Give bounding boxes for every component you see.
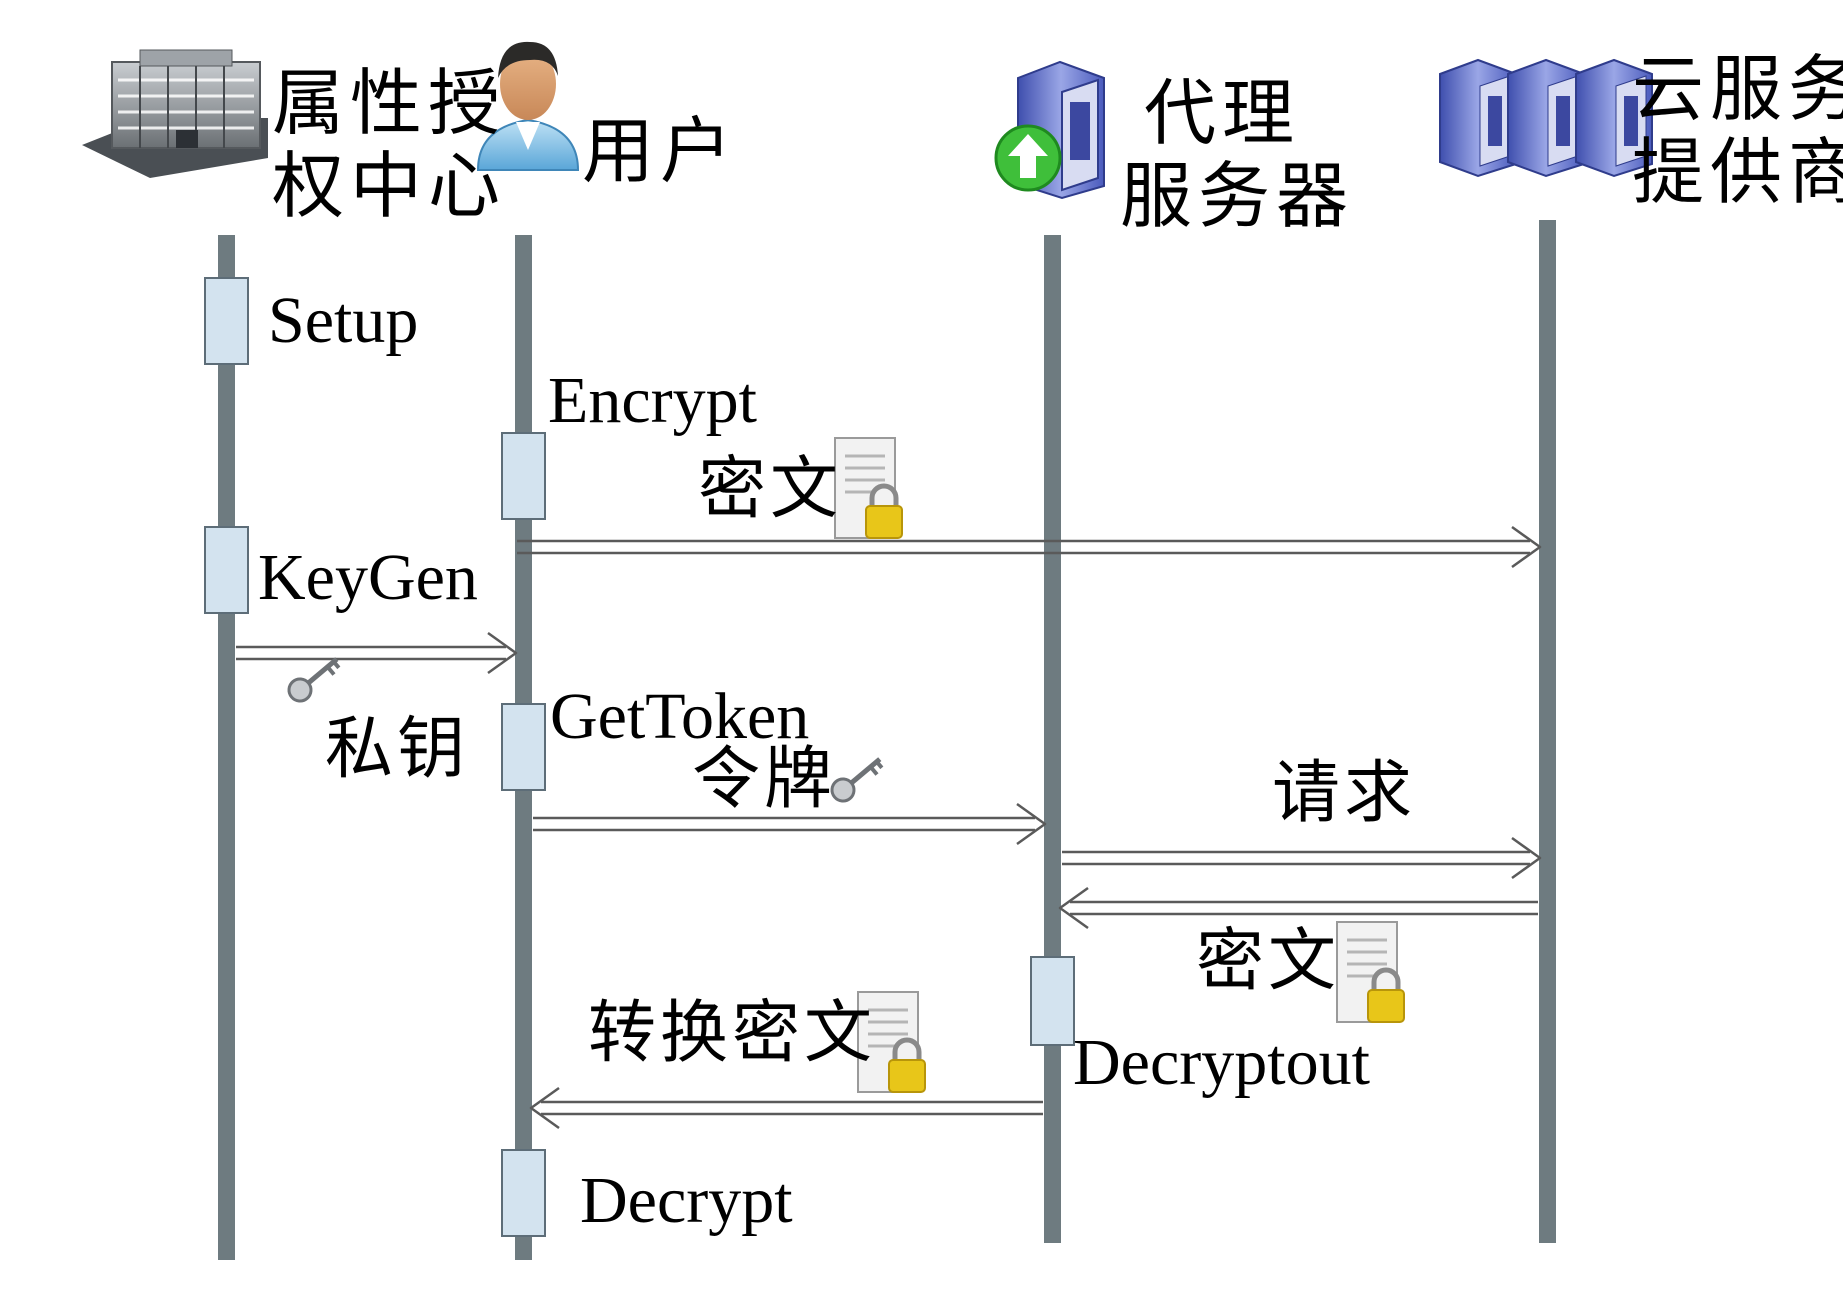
step-decrypt: Decrypt (580, 1164, 793, 1237)
activation-encrypt (501, 432, 546, 520)
locked-document-icon (857, 991, 926, 1093)
arrow-authority-to-user-key (236, 631, 518, 675)
message-private-key: 私钥 (325, 710, 470, 789)
lifeline-proxy (1044, 235, 1061, 1243)
step-setup: Setup (268, 284, 419, 357)
proxy-name: 代理 服务器 (1120, 72, 1354, 238)
activation-decrypt (501, 1149, 546, 1237)
activation-decryptout (1030, 956, 1075, 1046)
message-request: 请求 (1272, 754, 1417, 833)
message-ciphertext-upload: 密文 (698, 450, 843, 529)
cloud-name-line2: 提供商 (1632, 129, 1843, 214)
proxy-server-upload-icon (994, 60, 1105, 200)
arrow-cloud-to-proxy-ciphertext (1058, 886, 1538, 930)
cloud-name: 云服务 提供商 (1632, 48, 1843, 214)
arrow-proxy-to-cloud-request (1062, 836, 1542, 880)
step-encrypt: Encrypt (548, 364, 757, 437)
locked-document-icon (1336, 921, 1405, 1023)
step-decryptout: Decryptout (1073, 1026, 1370, 1099)
arrow-proxy-to-user-transformed (529, 1086, 1043, 1130)
authority-name-line1: 属性授 (272, 61, 507, 145)
arrow-user-to-cloud-ciphertext (517, 525, 1542, 569)
key-icon (830, 757, 884, 803)
cloud-name-line1: 云服务 (1632, 47, 1843, 131)
activation-setup (204, 277, 249, 365)
server-rack-icon (1439, 58, 1653, 178)
proxy-name-line2: 服务器 (1120, 153, 1355, 238)
lifeline-cloud (1539, 220, 1556, 1243)
user-person-icon (476, 41, 580, 171)
step-gettoken: GetToken (550, 680, 810, 753)
lifeline-authority (218, 235, 235, 1260)
message-token: 令牌 (692, 740, 837, 819)
arrow-user-to-proxy-token (533, 802, 1047, 846)
authority-name-line2: 权中心 (272, 143, 507, 228)
step-keygen: KeyGen (258, 541, 478, 614)
message-transformed-ciphertext: 转换密文 (588, 994, 877, 1073)
user-name: 用户 (582, 109, 739, 193)
key-icon (287, 657, 341, 703)
authority-name: 属性授 权中心 (272, 62, 506, 228)
message-ciphertext-return: 密文 (1196, 922, 1341, 1001)
activation-keygen (204, 526, 249, 614)
proxy-name-line1: 代理 (1144, 71, 1301, 155)
activation-gettoken (501, 703, 546, 791)
office-building-icon (82, 49, 268, 178)
locked-document-icon (834, 437, 903, 539)
